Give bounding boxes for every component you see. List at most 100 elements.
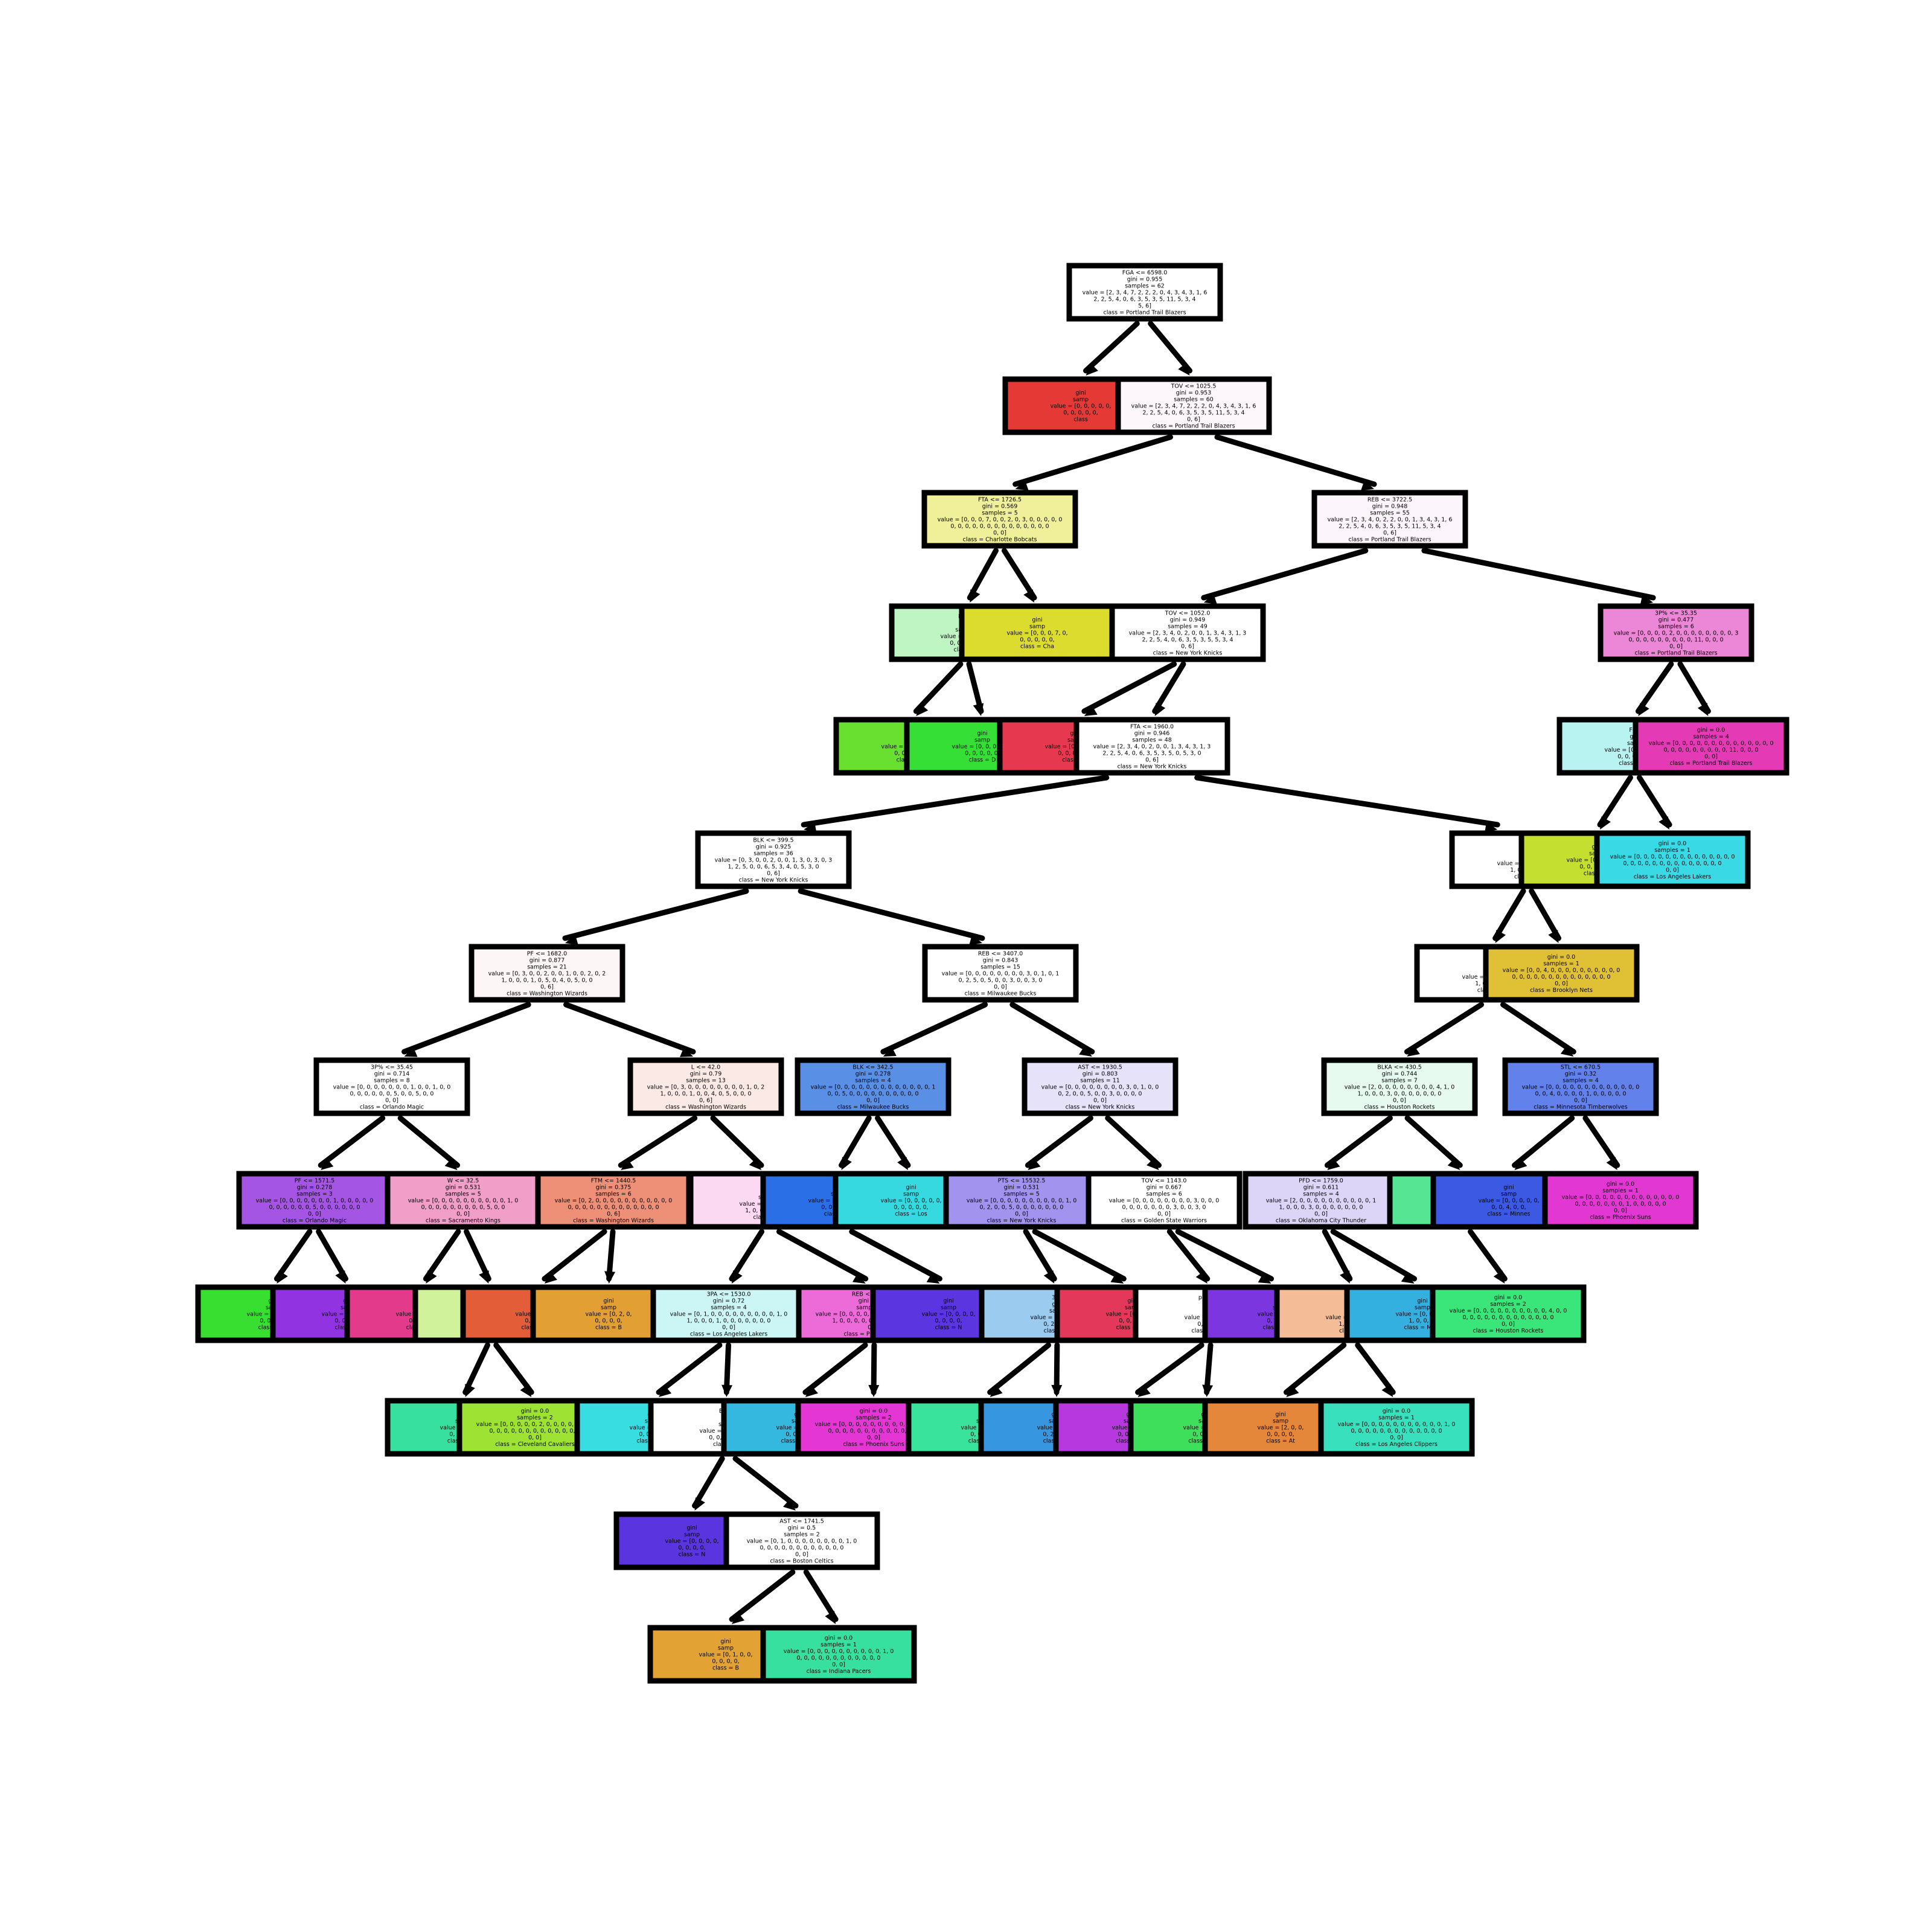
- tree-node-line: samples = 2: [1490, 1301, 1526, 1308]
- tree-node-line: class = New York Knicks: [1118, 764, 1187, 770]
- edge-arrowhead: [1548, 930, 1559, 943]
- tree-node-line: 0, 0, 0, 0, 0, 0, 0, 1, 0, 0, 0, 0, 0: [1575, 1201, 1666, 1208]
- tree-node-box: [1483, 944, 1640, 1003]
- tree-node-line: L <= 42.0: [691, 1064, 720, 1071]
- tree-node-line: class = Sac: [1116, 1325, 1150, 1331]
- tree-node-line: class = Cha: [1020, 644, 1054, 650]
- tree-node-line: class = D: [969, 757, 996, 764]
- tree-node-line: value = [2, 3, 4, 0, 2, 0, 0, 1, 3, 4, 3…: [1093, 744, 1211, 750]
- tree-node-line: class = Portland Trail Blazers: [1152, 423, 1235, 430]
- tree-node-line: value = [0, 0, 0, 0, 0, 0, 0, 1, 0, 0, 0…: [256, 1198, 374, 1204]
- tree-node-line: samp: [974, 737, 990, 744]
- tree-node-line: gini = 0.0: [1659, 840, 1686, 847]
- tree-node-line: BLKA <= 430.5: [1377, 1064, 1422, 1071]
- tree-node-line: value = [0, 0, 0, 0, 0, 0, 0, 0, 0, 0, 1…: [967, 1198, 1077, 1204]
- tree-edge: [1012, 434, 1173, 487]
- tree-node-line: 0, 0, 0, 0, 0,: [1020, 637, 1054, 644]
- tree-node-line: value = [0, 0, 0, 0, 0, 0, 0, 0, 0, 0, 0…: [1562, 1194, 1680, 1201]
- tree-node-line: 0, 0]: [1015, 1211, 1028, 1218]
- tree-node-line: class = Minnes: [1487, 1211, 1530, 1218]
- tree-node-line: samples = 21: [527, 964, 567, 971]
- edge-arrowhead: [335, 1270, 346, 1284]
- tree-node-line: FTA <= 1960.0: [1130, 724, 1174, 731]
- tree-edge: [849, 1229, 942, 1282]
- tree-node-line: gini = 0.0: [521, 1408, 549, 1415]
- tree-edge: [710, 1115, 764, 1168]
- tree-node-line: class = Minnesota Timberwolves: [1534, 1104, 1628, 1111]
- edge-arrowhead: [621, 1159, 634, 1170]
- tree-node-box: [1073, 717, 1230, 776]
- tree-edge: [462, 1342, 490, 1395]
- tree-node-line: class = Washington Wizards: [573, 1218, 654, 1224]
- edge-arrowhead: [426, 1270, 437, 1284]
- tree-node-line: value = [0, 0, 0, 0, 0, 0, 0, 0, 0, 0, 1…: [408, 1198, 519, 1204]
- edge-arrowhead: [926, 1273, 940, 1284]
- tree-edge: [1582, 1115, 1620, 1168]
- tree-edge: [1355, 1342, 1396, 1395]
- tree-node-line: 0, 0, 0, 0, 0, 0, 0, 0, 0, 0, 0, 0, 0, 0: [1512, 974, 1610, 980]
- edge-arrowhead: [544, 1271, 557, 1284]
- tree-node-line: samples = 1: [1602, 1188, 1639, 1194]
- edge-arrowhead: [1697, 703, 1709, 716]
- tree-node-line: value = [2, 0, 0, 0, 0, 0, 0, 0, 0, 0, 0…: [1266, 1198, 1377, 1204]
- tree-node-line: value = [0, 0, 0, 0, 0, 0, 0, 0, 0, 0, 1…: [784, 1648, 894, 1655]
- tree-edge: [913, 661, 964, 714]
- tree-node-line: samples = 2: [856, 1415, 892, 1421]
- tree-node-line: 0, 0, 0, 0, 0, 0, 0, 0, 0, 5, 0, 0: [421, 1204, 505, 1211]
- tree-node-line: value = [2, 0, 0, 0, 0, 0, 0, 0, 0, 4, 1…: [1345, 1084, 1455, 1091]
- tree-edge: [1023, 1229, 1057, 1282]
- tree-node-line: samp: [684, 1532, 700, 1538]
- edge-arrowhead: [1514, 1157, 1527, 1170]
- tree-node-line: 0, 6]: [1187, 417, 1200, 423]
- tree-node-line: class: [1073, 417, 1088, 423]
- tree-node-box: [1109, 603, 1266, 662]
- tree-node-line: 0, 0, 0, 0, 0, 0, 0, 0, 0, 0, 0, 0, 0, 0: [1623, 860, 1721, 867]
- edge-arrowhead: [868, 1384, 880, 1397]
- tree-edge: [423, 1229, 461, 1282]
- tree-node-line: class = Mem: [1404, 1325, 1441, 1331]
- tree-node-line: samples = 4: [1563, 1078, 1599, 1084]
- tree-node-line: samples = 49: [1168, 624, 1208, 630]
- tree-node-line: 1, 0, 0, 0, 1, 0, 5, 0, 4, 0, 5, 0, 0: [501, 977, 592, 984]
- tree-node-line: class = Washington Wizards: [507, 991, 587, 997]
- tree-node-line: class = B: [712, 1665, 739, 1672]
- tree-edge: [723, 1342, 732, 1395]
- tree-node-line: gini: [943, 1298, 953, 1305]
- edge-arrowhead: [520, 1384, 532, 1397]
- tree-node-line: gini = 0.569: [982, 504, 1018, 510]
- tree-node-line: samp: [601, 1305, 616, 1311]
- tree-node-line: AST <= 1930.5: [1078, 1064, 1122, 1071]
- tree-node-line: samples = 8: [374, 1078, 410, 1084]
- edge-arrowhead: [659, 1385, 672, 1397]
- tree-node-line: BLK <= 342.5: [852, 1064, 893, 1071]
- tree-edge: [1214, 434, 1377, 487]
- tree-node-line: value = [0, 0, 0, 0, 0, 0, 0, 0, 0, 0, 0…: [1649, 740, 1774, 747]
- tree-edge: [464, 1229, 491, 1282]
- tree-node-line: gini = 0.0: [1607, 1181, 1634, 1188]
- tree-node-line: 0, 0, 0, 0, 0, 0, 0, 0, 0, 0, 0, 0, 0, 0: [950, 523, 1049, 530]
- tree-node-line: class = B: [595, 1325, 622, 1331]
- tree-node-line: gini: [1503, 1185, 1514, 1191]
- edge-arrowhead: [1381, 1384, 1393, 1397]
- edge-arrowhead: [1495, 930, 1506, 943]
- edge-arrowhead: [479, 1270, 489, 1284]
- tree-node-box: [922, 944, 1079, 1003]
- tree-node-line: value = [0, 0, 0, 0,: [922, 1311, 976, 1318]
- tree-node-line: value = [0, 0, 0, 7, 0, 0, 2, 0, 3, 0, 0…: [938, 517, 1063, 523]
- tree-edge: [1404, 1115, 1463, 1168]
- tree-edge: [563, 1002, 696, 1055]
- tree-node-line: 0, 0, 4, 0, 0,: [1491, 1204, 1526, 1211]
- tree-node-line: class = N: [935, 1325, 962, 1331]
- tree-edge: [987, 1342, 1051, 1395]
- tree-node-line: samp: [941, 1305, 956, 1311]
